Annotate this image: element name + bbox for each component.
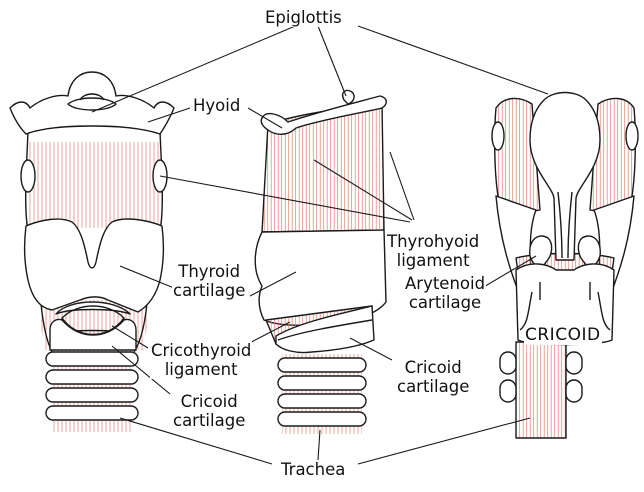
lateral-view [255,90,386,434]
label-trachea: Trachea [280,460,346,479]
label-cricoid-caps: CRICOID [524,326,602,345]
label-epiglottis: Epiglottis [264,8,343,27]
posterior-view [492,93,638,439]
thyroid-cartilage-left [25,219,164,312]
epiglottis-right [530,93,600,261]
label-cricothyroid-ligament: Cricothyroid ligament [150,341,252,379]
label-hyoid: Hyoid [192,96,241,115]
label-cricoid-cartilage-left: Cricoid cartilage [172,392,246,430]
label-arytenoid-cartilage: Arytenoid cartilage [404,274,486,312]
label-thyroid-cartilage: Thyroid cartilage [172,262,246,300]
label-cricoid-cartilage-right: Cricoid cartilage [396,358,470,396]
label-thyrohyoid-ligament: Thyrohyoid ligament [386,232,480,270]
